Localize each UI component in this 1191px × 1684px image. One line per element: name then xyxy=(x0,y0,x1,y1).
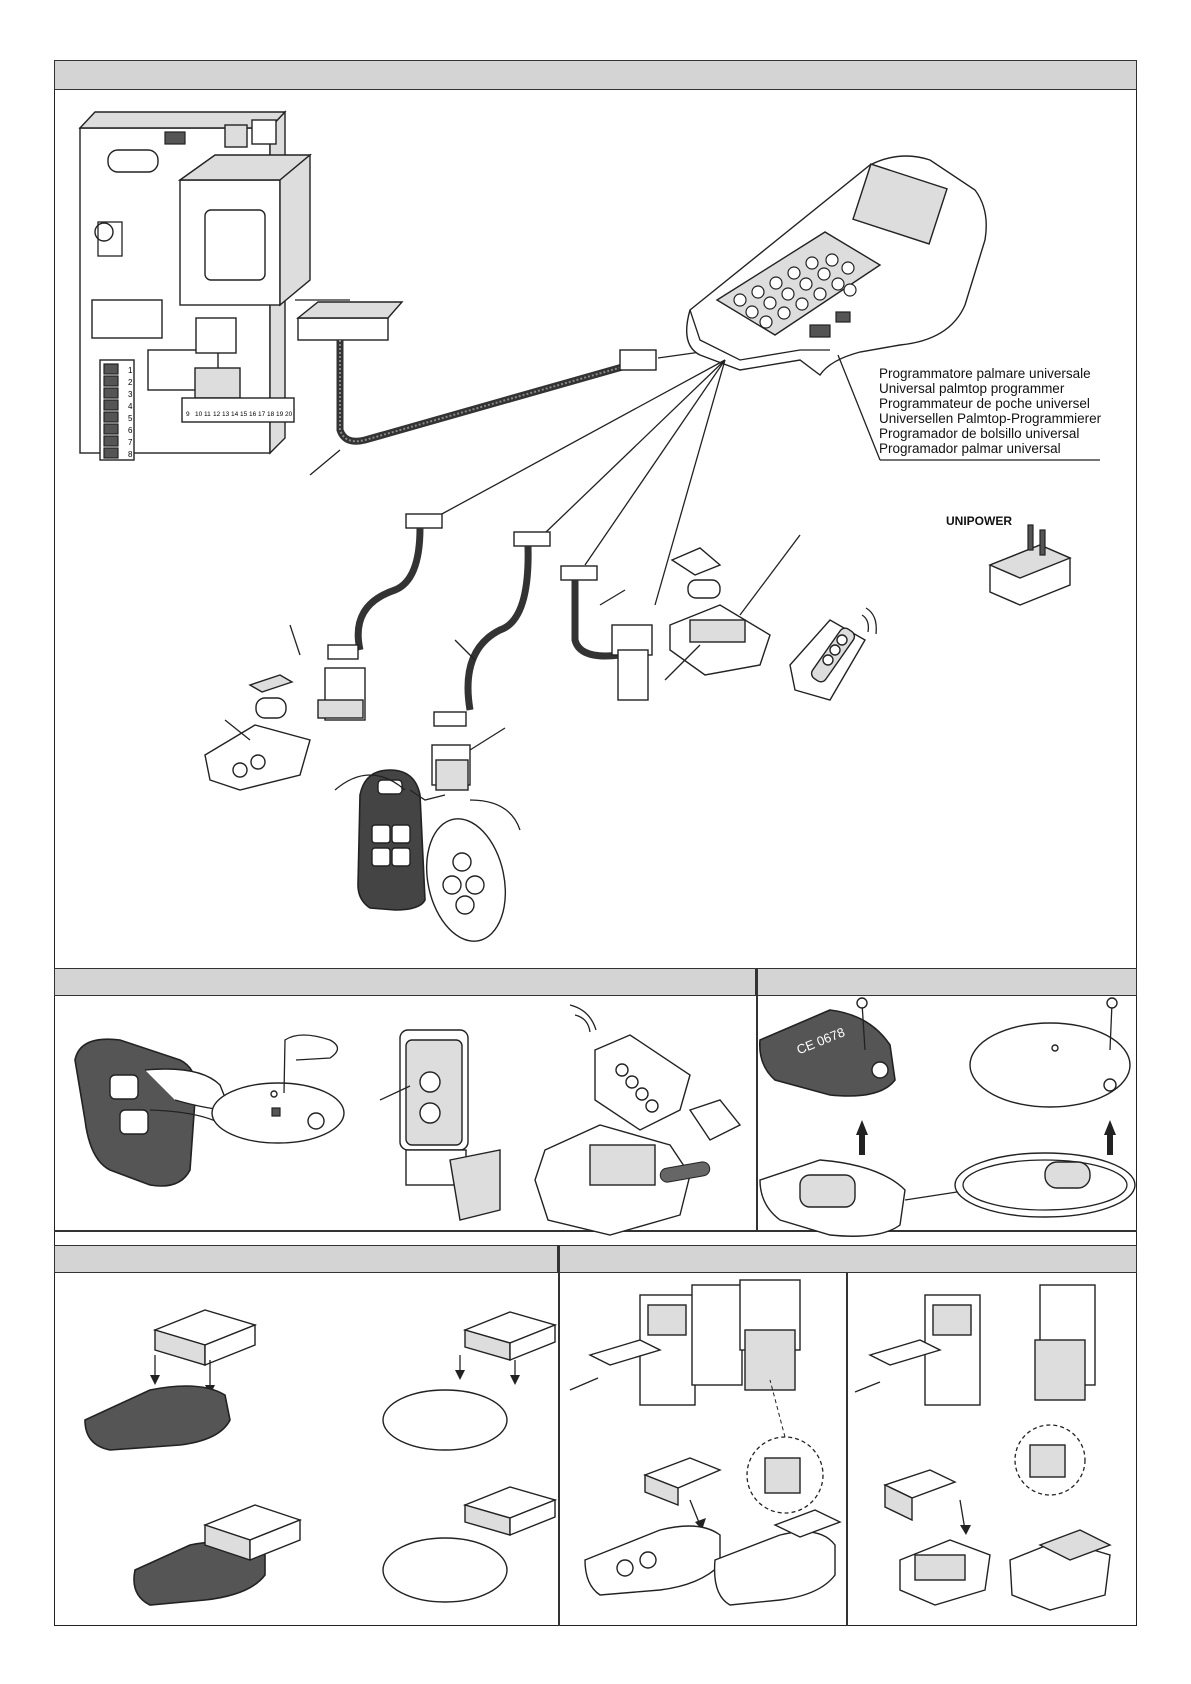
svg-text:5: 5 xyxy=(128,414,133,423)
cable-adapter-3 xyxy=(561,566,652,700)
svg-text:3: 3 xyxy=(128,390,133,399)
wall-remote-transmitter xyxy=(790,608,876,700)
svg-text:19: 19 xyxy=(276,411,284,418)
module-fit-fob-step2 xyxy=(134,1505,300,1605)
battery-oval-lid-illustration xyxy=(970,998,1130,1155)
svg-text:18: 18 xyxy=(267,411,275,418)
svg-text:11: 11 xyxy=(204,411,211,418)
module-fit-receiver-a xyxy=(570,1280,840,1605)
svg-text:10: 10 xyxy=(195,411,203,418)
palmtop-programmer xyxy=(687,156,1100,460)
unipower-adapter xyxy=(990,525,1070,605)
svg-text:14: 14 xyxy=(231,411,239,418)
svg-text:2: 2 xyxy=(128,378,133,387)
svg-text:13: 13 xyxy=(222,411,230,418)
cable-adapter-2 xyxy=(432,532,550,790)
cable-adapter-1 xyxy=(205,514,442,790)
battery-fob-base-illustration xyxy=(760,1160,970,1236)
svg-text:20: 20 xyxy=(285,411,293,418)
module-fit-oval-step2 xyxy=(383,1487,555,1602)
module-fit-receiver-b xyxy=(855,1285,1110,1610)
battery-oval-base-illustration xyxy=(955,1153,1135,1217)
svg-text:1: 1 xyxy=(128,366,133,375)
svg-text:8: 8 xyxy=(128,450,133,459)
svg-text:12: 12 xyxy=(213,411,221,418)
programming-oval-fob-pin-illustration xyxy=(212,1035,344,1143)
svg-text:17: 17 xyxy=(258,411,266,418)
terminal-numbers-bottom: 9 10 11 12 13 14 15 16 17 18 19 20 xyxy=(186,411,293,418)
battery-fob-lid-illustration: CE 0678 xyxy=(760,998,895,1155)
ribbon-cable-board xyxy=(310,340,715,475)
module-fit-oval-step1 xyxy=(383,1312,555,1450)
svg-text:6: 6 xyxy=(128,426,133,435)
receiver-module xyxy=(665,535,800,680)
programming-fob-press-illustration xyxy=(75,1039,230,1186)
module-fit-fob-step1 xyxy=(85,1310,255,1450)
svg-text:7: 7 xyxy=(128,438,133,447)
svg-text:16: 16 xyxy=(249,411,257,418)
programming-receiver-illustration xyxy=(535,1005,740,1235)
svg-text:4: 4 xyxy=(128,402,133,411)
programming-fob-open-illustration xyxy=(380,1030,500,1220)
keyfob-remote-oval xyxy=(410,790,520,949)
svg-text:15: 15 xyxy=(240,411,248,418)
svg-text:9: 9 xyxy=(186,411,190,418)
